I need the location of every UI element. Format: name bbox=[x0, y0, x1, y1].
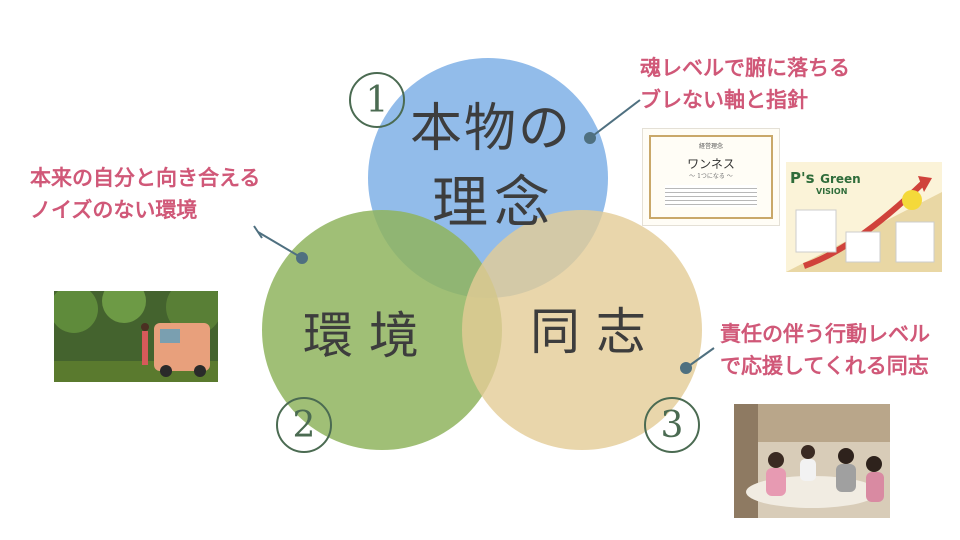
document-subtitle: 〜 1つになる 〜 bbox=[689, 173, 733, 180]
vision-title-green: Green bbox=[820, 172, 861, 186]
document-frame bbox=[649, 135, 773, 219]
meeting-photo-illustration bbox=[734, 404, 890, 518]
green-vision-illustration bbox=[786, 176, 942, 272]
connector-environment-cap bbox=[253, 225, 263, 239]
caption-comrades: 責任の伴う行動レベル で応援してくれる同志 bbox=[720, 318, 930, 382]
number-3-badge: 3 bbox=[644, 397, 700, 453]
vision-title-vision: VISION bbox=[816, 187, 848, 196]
label-environment: 環 境 bbox=[303, 307, 419, 365]
caption-environment-line1: 本来の自分と向き合える bbox=[30, 166, 261, 190]
caption-comrades-line2: で応援してくれる同志 bbox=[720, 354, 929, 378]
number-1-badge: 1 bbox=[349, 72, 405, 128]
document-title: ワンネス bbox=[687, 157, 735, 171]
caption-comrades-line1: 責任の伴う行動レベル bbox=[720, 322, 930, 346]
caption-philosophy: 魂レベルで腑に落ちる ブレない軸と指針 bbox=[640, 52, 850, 116]
vision-title: P's Green VISION bbox=[790, 168, 861, 196]
caption-environment: 本来の自分と向き合える ノイズのない環境 bbox=[30, 162, 260, 226]
number-2-badge: 2 bbox=[276, 397, 332, 453]
forest-environment-photo bbox=[54, 291, 218, 382]
caption-philosophy-line1: 魂レベルで腑に落ちる bbox=[640, 56, 850, 80]
connector-environment bbox=[257, 231, 303, 259]
connector-dot-environment bbox=[296, 252, 308, 264]
philosophy-document-image: 経営理念 ワンネス 〜 1つになる 〜 bbox=[642, 128, 780, 226]
document-body-lines bbox=[665, 185, 757, 207]
circle-environment bbox=[262, 210, 502, 450]
connector-dot-philosophy bbox=[584, 132, 596, 144]
forest-photo-illustration bbox=[54, 291, 218, 382]
connector-philosophy bbox=[589, 99, 641, 139]
circle-comrades bbox=[462, 210, 702, 450]
label-philosophy-line2: 理念 bbox=[432, 171, 556, 236]
green-vision-image: P's Green VISION bbox=[786, 162, 942, 272]
meeting-comrades-photo bbox=[734, 404, 890, 518]
label-philosophy-line1: 本物の bbox=[410, 99, 573, 159]
document-header: 経営理念 bbox=[698, 143, 723, 150]
label-comrades: 同 志 bbox=[530, 303, 646, 361]
caption-philosophy-line2: ブレない軸と指針 bbox=[640, 88, 808, 112]
caption-environment-line2: ノイズのない環境 bbox=[30, 198, 198, 222]
vision-title-ps: P's bbox=[790, 169, 815, 187]
connector-dot-comrades bbox=[680, 362, 692, 374]
